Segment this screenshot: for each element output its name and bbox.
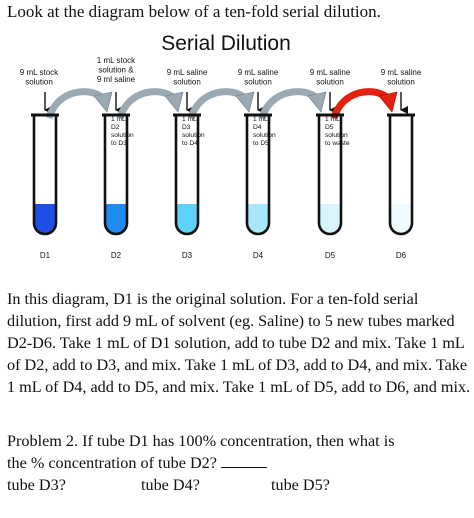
top-label-2-line1: 1 mL stock bbox=[97, 56, 136, 65]
top-label-1-line2: solution bbox=[25, 78, 53, 87]
transfer-arrows bbox=[45, 88, 398, 120]
tube-outline-d6 bbox=[388, 115, 414, 236]
transfer-label-2-line-3: solution bbox=[182, 132, 205, 139]
transfer-label-3-line-1: 1 mL bbox=[253, 116, 268, 123]
test-tube-d1 bbox=[31, 113, 59, 236]
test-tube-d4 bbox=[244, 113, 272, 236]
tube-outline-d4 bbox=[245, 115, 271, 236]
transfer-label-2-line-4: to D4 bbox=[182, 140, 198, 147]
transfer-label-1-line-2: D2 bbox=[111, 124, 120, 131]
tube-liquid-d1 bbox=[34, 204, 56, 234]
problem-question-d2: the % concentration of tube D2? bbox=[7, 454, 217, 472]
test-tube-d3 bbox=[173, 113, 201, 236]
tube-label-d4: D4 bbox=[253, 251, 264, 260]
problem-line-3: tube D3? tube D4? tube D5? bbox=[7, 474, 471, 496]
top-label-4-line2: solution bbox=[244, 78, 272, 87]
problem-section: Problem 2. If tube D1 has 100% concentra… bbox=[7, 430, 471, 496]
tube-label-d5: D5 bbox=[325, 251, 336, 260]
top-label-3-line2: solution bbox=[173, 78, 201, 87]
tube-liquid-d2 bbox=[105, 204, 127, 234]
transfer-label-1-line-1: 1 mL bbox=[111, 116, 126, 123]
transfer-arrowhead-1 bbox=[93, 91, 113, 113]
question-d3: tube D3? bbox=[7, 476, 66, 494]
transfer-label-4-line-1: 1 mL bbox=[325, 116, 340, 123]
tube-liquid-d4 bbox=[247, 204, 269, 234]
instructions-paragraph: In this diagram, D1 is the original solu… bbox=[7, 288, 471, 398]
top-label-6-line1: 9 mL saline bbox=[381, 68, 422, 77]
transfer-label-3-line-2: D4 bbox=[253, 124, 262, 131]
question-d4: tube D4? bbox=[141, 476, 200, 494]
tube-liquid-d6 bbox=[390, 204, 412, 234]
transfer-arrowhead-3 bbox=[235, 91, 255, 113]
top-label-2-line3: 9 ml saline bbox=[97, 75, 136, 84]
tube-label-d3: D3 bbox=[182, 251, 193, 260]
tube-liquid-d5 bbox=[319, 204, 341, 234]
transfer-label-1-line-3: solution bbox=[111, 132, 134, 139]
tube-label-d6: D6 bbox=[396, 251, 407, 260]
transfer-arrowhead-5 bbox=[378, 91, 398, 113]
transfer-arrowhead-4 bbox=[307, 91, 327, 113]
down-arrows bbox=[44, 92, 408, 114]
tube-outline-d5 bbox=[317, 115, 343, 236]
transfer-label-3-line-4: to D5 bbox=[253, 140, 269, 147]
tubes bbox=[31, 113, 415, 236]
top-label-2-line2: solution & bbox=[98, 66, 134, 75]
tube-outline-d2 bbox=[103, 115, 129, 236]
transfer-label-2-line-2: D3 bbox=[182, 124, 191, 131]
transfer-label-4-line-4: to waste bbox=[325, 140, 350, 147]
tube-outline-d3 bbox=[174, 115, 200, 236]
question-d5: tube D5? bbox=[271, 476, 330, 494]
top-label-1-line1: 9 mL stock bbox=[20, 68, 59, 77]
top-label-6-line2: solution bbox=[387, 78, 415, 87]
transfer-label-2-line-1: 1 mL bbox=[182, 116, 197, 123]
tube-liquid-d3 bbox=[176, 204, 198, 234]
top-label-5-line1: 9 mL saline bbox=[310, 68, 351, 77]
top-label-3-line1: 9 mL saline bbox=[167, 68, 208, 77]
figure-title: Serial Dilution bbox=[161, 32, 291, 55]
intro-text: Look at the diagram below of a ten-fold … bbox=[7, 2, 381, 21]
tube-label-d1: D1 bbox=[40, 251, 51, 260]
test-tube-d2 bbox=[102, 113, 130, 236]
test-tube-d6 bbox=[387, 113, 415, 236]
transfer-label-4-line-3: solution bbox=[325, 132, 348, 139]
tube-outline-d1 bbox=[32, 115, 58, 236]
top-label-5-line2: solution bbox=[316, 78, 344, 87]
problem-line-1: Problem 2. If tube D1 has 100% concentra… bbox=[7, 432, 395, 450]
test-tube-d5 bbox=[316, 113, 344, 236]
problem-line-2: the % concentration of tube D2? bbox=[7, 452, 471, 474]
transfer-arrowhead-2 bbox=[164, 91, 184, 113]
transfer-label-3-line-3: solution bbox=[253, 132, 276, 139]
transfer-label-1-line-4: to D3 bbox=[111, 140, 127, 147]
instructions-text: In this diagram, D1 is the original solu… bbox=[7, 290, 471, 396]
transfer-label-4-line-2: D5 bbox=[325, 124, 334, 131]
tube-labels: D1 D2 D3 D4 D5 D6 bbox=[40, 251, 407, 260]
top-label-4-line1: 9 mL saline bbox=[238, 68, 279, 77]
answer-blank bbox=[220, 453, 267, 468]
tube-label-d2: D2 bbox=[111, 251, 122, 260]
